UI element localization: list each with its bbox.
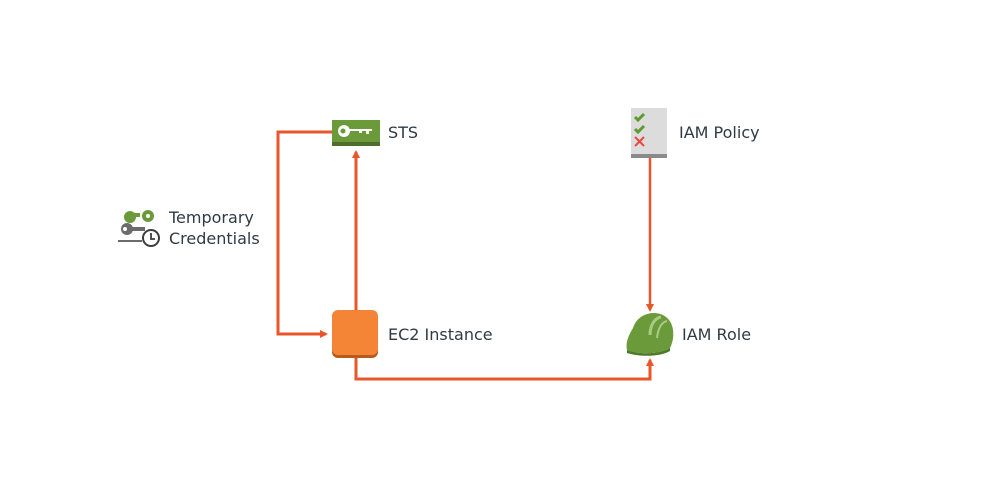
- edge-sts-to-ec2: [276, 130, 332, 338]
- hard-hat-icon: [626, 313, 674, 356]
- temporary-credentials-label-line1: Temporary: [169, 208, 254, 227]
- temporary-credentials-icon: [118, 210, 160, 247]
- policy-document-icon: [631, 108, 667, 158]
- temporary-credentials-label-line2: Credentials: [169, 229, 260, 248]
- iam-role-label: IAM Role: [682, 325, 752, 344]
- key-icon: [332, 120, 380, 146]
- edge-ec2-to-role: [354, 358, 654, 381]
- ec2-instance-label: EC2 Instance: [388, 325, 493, 344]
- ec2-instance-icon: [332, 310, 378, 358]
- sts-label: STS: [388, 123, 419, 142]
- iam-policy-label: IAM Policy: [679, 123, 760, 142]
